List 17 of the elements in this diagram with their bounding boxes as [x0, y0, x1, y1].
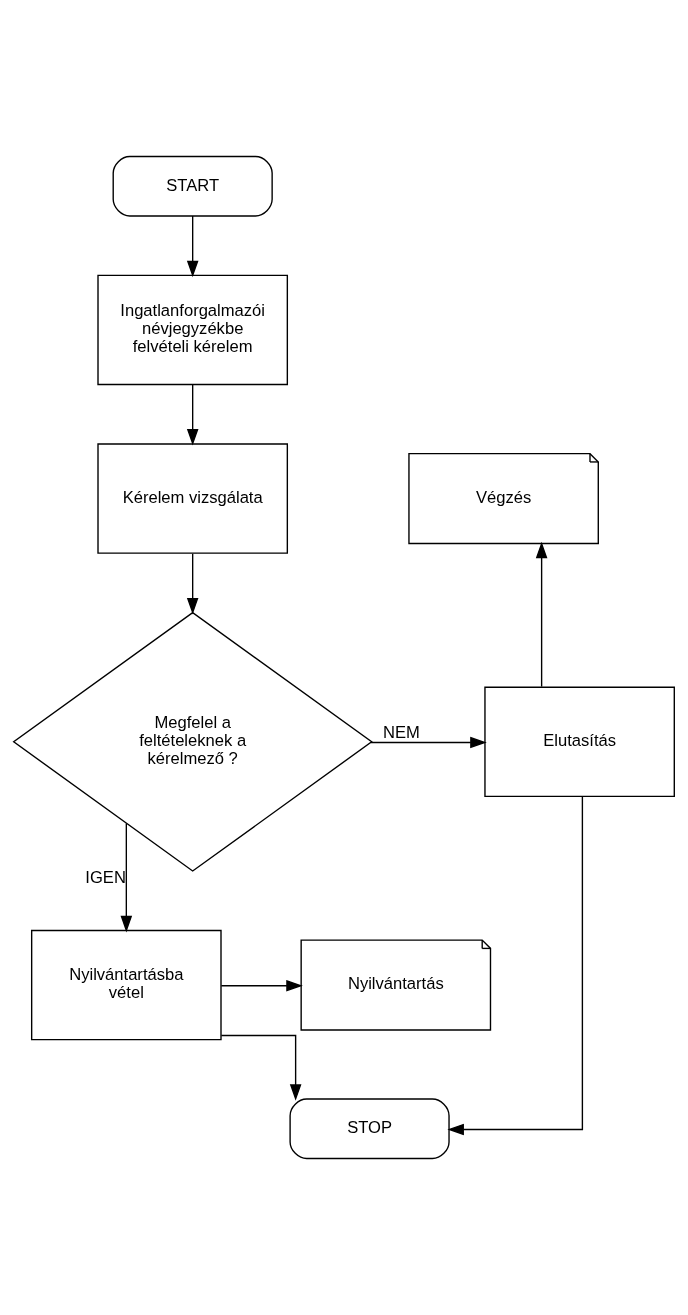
arrow [186, 553, 199, 615]
arrow [535, 541, 548, 688]
edge-label: NEM [383, 722, 420, 742]
node-box: Ingatlanforgalmazói névjegyzékbe felvételi kérelem [97, 274, 289, 386]
node-box: Nyilvántartásba vétel [31, 929, 222, 1041]
node-diamond: Megfelel a feltételeknek a kérelmező ? [12, 611, 373, 872]
node-box: Elutasítás [484, 686, 675, 798]
arrow [220, 1034, 302, 1101]
node-box: Kérelem vizsgálata [97, 443, 289, 554]
arrow [447, 795, 584, 1136]
arrow [220, 979, 303, 992]
arrow [186, 215, 199, 278]
node-box: START [112, 155, 273, 217]
arrow [186, 384, 199, 446]
node-box: STOP [289, 1098, 450, 1160]
arrow [120, 822, 133, 933]
arrow [370, 736, 487, 749]
